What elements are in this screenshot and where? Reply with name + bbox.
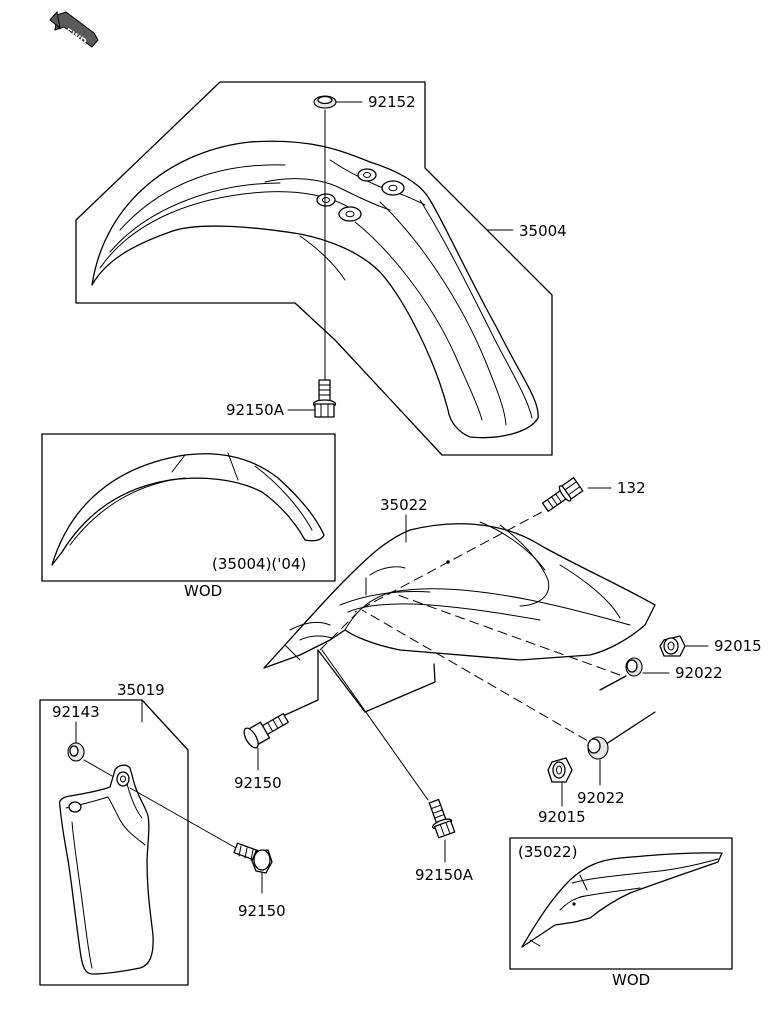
mud-flap-35019 <box>58 764 154 975</box>
inset-rear-caption: (35022) <box>518 843 577 861</box>
label-35019: 35019 <box>117 681 165 699</box>
front-fender-group: 92152 92150A 35004 <box>75 81 567 456</box>
inset-front-caption: (35004)('04) <box>212 555 306 573</box>
inset-rear-wod: WOD <box>612 971 650 989</box>
label-92150-mid: 92150 <box>234 774 282 792</box>
fwd-arrow-icon: FWD <box>49 10 99 48</box>
label-92143: 92143 <box>52 703 100 721</box>
label-92022-lower: 92022 <box>577 789 625 807</box>
front-fender-35004 <box>91 140 539 439</box>
label-132: 132 <box>617 479 646 497</box>
label-35022: 35022 <box>380 496 428 514</box>
label-92015-right: 92015 <box>714 637 762 655</box>
label-92022-upper: 92022 <box>675 664 723 682</box>
label-92150A-bottom: 92150A <box>415 866 474 884</box>
rear-fender-35022 <box>263 521 656 669</box>
rear-fender-inset: (35022) WOD <box>509 837 733 989</box>
rear-fender-group: 132 35022 92015 92022 92022 <box>234 477 762 884</box>
bolt-92150-bottom <box>233 842 273 874</box>
bolt-92150A-bottom <box>428 798 456 839</box>
flap-group-outline <box>39 699 189 986</box>
flap-group: 35019 92143 92150 <box>39 681 286 986</box>
label-92150A-top: 92150A <box>226 401 285 419</box>
grommet-92152 <box>313 95 337 109</box>
bolt-92150-mid <box>243 713 289 749</box>
bolt-132 <box>541 477 584 512</box>
label-92152: 92152 <box>368 93 416 111</box>
front-fender-group-outline <box>75 81 553 456</box>
washer-92022-lower <box>587 736 609 760</box>
front-fender-inset: (35004)('04) WOD <box>41 433 336 600</box>
label-35004: 35004 <box>519 222 567 240</box>
label-92015-lower: 92015 <box>538 808 586 826</box>
grommet-92143 <box>67 742 85 762</box>
inset-front-wod: WOD <box>184 582 222 600</box>
label-92150-bottom: 92150 <box>238 902 286 920</box>
washer-92022-upper <box>625 657 643 677</box>
nut-92015-lower <box>547 757 573 783</box>
nut-92015-right <box>659 635 686 657</box>
bolt-92150A-top <box>312 379 337 418</box>
